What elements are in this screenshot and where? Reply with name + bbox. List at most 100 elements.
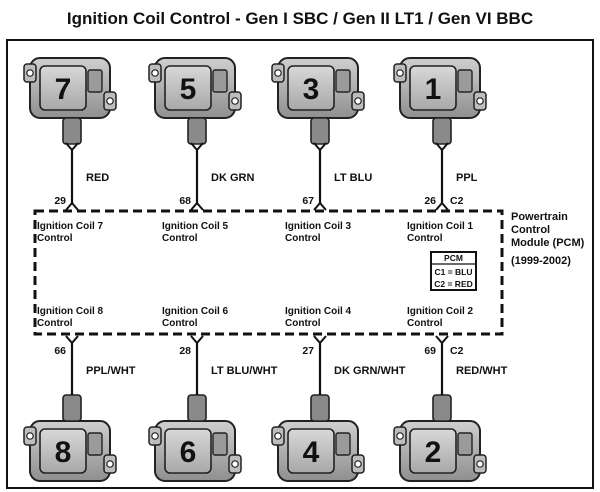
legend-title: PCM xyxy=(444,253,463,263)
pin-number: 26 xyxy=(424,195,436,207)
wire-color-label: LT BLU xyxy=(334,172,372,184)
pcm-channel-label: Ignition Coil 8 xyxy=(37,306,104,317)
pcm-channel-label: Ignition Coil 7 xyxy=(37,221,104,232)
bolt-hole xyxy=(231,460,239,468)
legend-c2: C2 = RED xyxy=(434,279,473,289)
coil-connector xyxy=(335,432,351,456)
coil-connector xyxy=(457,432,473,456)
wire-terminal xyxy=(65,201,79,211)
wire-terminal xyxy=(65,335,79,345)
pin-number: 28 xyxy=(179,345,191,357)
wire-terminal xyxy=(190,201,204,211)
coil-boot xyxy=(432,394,452,422)
pin-number: 68 xyxy=(179,195,191,207)
bolt-hole xyxy=(476,460,484,468)
cylinder-number: 6 xyxy=(180,436,197,469)
cylinder-number: 3 xyxy=(303,73,320,106)
wire-color-label: PPL/WHT xyxy=(86,365,136,377)
bolt-hole xyxy=(26,432,34,440)
legend-box xyxy=(430,251,477,291)
wire-terminal xyxy=(190,335,204,345)
coil-boot xyxy=(187,394,207,422)
pcm-channel-label: Control xyxy=(407,233,443,244)
pcm-label-line: Powertrain xyxy=(511,211,568,223)
coil-connector xyxy=(457,69,473,93)
pcm-channel-label: Ignition Coil 6 xyxy=(162,306,229,317)
coil-boot xyxy=(310,117,330,145)
coil-boot xyxy=(62,394,82,422)
diagram-title: Ignition Coil Control - Gen I SBC / Gen … xyxy=(67,9,533,28)
wire-terminal xyxy=(435,201,449,211)
wire-color-label: RED xyxy=(86,172,109,184)
diagram-frame xyxy=(6,39,594,489)
wire-color-label: DK GRN xyxy=(211,172,254,184)
pcm-channel-label: Control xyxy=(285,318,321,329)
bolt-hole xyxy=(26,69,34,77)
coil-face xyxy=(409,65,457,111)
pin-number: 27 xyxy=(302,345,314,357)
pin-number: 67 xyxy=(302,195,314,207)
cylinder-number: 5 xyxy=(180,73,197,106)
wire-color-label: PPL xyxy=(456,172,478,184)
coil-connector xyxy=(212,69,228,93)
coil-face xyxy=(39,428,87,474)
bolt-hole xyxy=(274,432,282,440)
bolt-hole xyxy=(476,97,484,105)
coil-connector xyxy=(87,69,103,93)
wire-terminal xyxy=(313,335,327,345)
coil-face xyxy=(287,428,335,474)
pcm-channel-label: Control xyxy=(162,318,198,329)
coil-boot xyxy=(310,394,330,422)
legend-c1: C1 = BLU xyxy=(434,267,472,277)
coil-connector xyxy=(212,432,228,456)
bolt-hole xyxy=(151,69,159,77)
bolt-hole xyxy=(354,460,362,468)
pin-number: 69 xyxy=(424,345,436,357)
cylinder-number: 7 xyxy=(55,73,72,106)
pcm-years: (1999-2002) xyxy=(511,255,571,267)
wire-color-label: LT BLU/WHT xyxy=(211,365,278,377)
bolt-hole xyxy=(106,460,114,468)
pcm-label-line: Control xyxy=(511,224,550,236)
coil-face xyxy=(409,428,457,474)
coil-face xyxy=(164,428,212,474)
cylinder-number: 4 xyxy=(303,436,320,469)
pcm-channel-label: Ignition Coil 3 xyxy=(285,221,352,232)
pin-number: 29 xyxy=(54,195,66,207)
coil-boot xyxy=(432,117,452,145)
pcm-channel-label: Ignition Coil 5 xyxy=(162,221,229,232)
connector-id: C2 xyxy=(450,195,464,207)
connector-id: C2 xyxy=(450,345,464,357)
bolt-hole xyxy=(274,69,282,77)
pcm-connector-legend: PCM C1 = BLU C2 = RED xyxy=(430,251,477,291)
bolt-hole xyxy=(396,432,404,440)
bolt-hole xyxy=(231,97,239,105)
coil-face xyxy=(164,65,212,111)
bolt-hole xyxy=(106,97,114,105)
pcm-channel-label: Ignition Coil 4 xyxy=(285,306,352,317)
coil-boot xyxy=(62,117,82,145)
cylinder-number: 8 xyxy=(55,436,72,469)
coil-face xyxy=(287,65,335,111)
pcm-channel-label: Ignition Coil 2 xyxy=(407,306,474,317)
pcm-label-line: Module (PCM) xyxy=(511,237,585,249)
coil-boot xyxy=(187,117,207,145)
coil-connector xyxy=(335,69,351,93)
bolt-hole xyxy=(396,69,404,77)
pin-number: 66 xyxy=(54,345,66,357)
pcm-channel-label: Control xyxy=(162,233,198,244)
pcm-channel-label: Ignition Coil 1 xyxy=(407,221,474,232)
bolt-hole xyxy=(151,432,159,440)
bolt-hole xyxy=(354,97,362,105)
coil-face xyxy=(39,65,87,111)
wire-color-label: DK GRN/WHT xyxy=(334,365,406,377)
